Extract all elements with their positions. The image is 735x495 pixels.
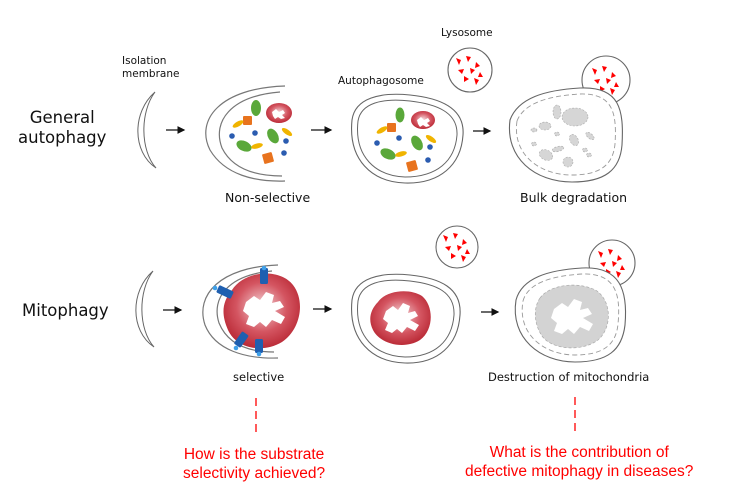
receptor-group (212, 265, 268, 357)
question-selectivity: How is the substrate selectivity achieve… (183, 445, 325, 483)
question-selectivity-line1: How is the substrate (183, 446, 325, 463)
autolysosome-mitophagy (514, 239, 636, 363)
phagophore-selective (202, 264, 300, 359)
autolysosome-general (508, 55, 631, 183)
lysosome-free-1 (447, 47, 493, 93)
isolation-label-line1: Isolation (122, 55, 167, 67)
cargo-nonselective (229, 100, 293, 164)
row-title-general-line1: General (29, 108, 95, 127)
caption-non-selective: Non-selective (225, 190, 311, 205)
caption-destruction-of-mitochondria: Destruction of mitochondria (488, 370, 650, 384)
row-title-general-line2: autophagy (18, 128, 107, 147)
isolation-label-line2: membrane (122, 68, 180, 80)
autophagosome-mitophagy (351, 273, 461, 364)
caption-bulk-degradation: Bulk degradation (520, 190, 628, 205)
isolation-membrane-2 (135, 270, 155, 348)
question-disease-line1: What is the contribution of (489, 444, 669, 461)
question-disease-line2: defective mitophagy in diseases? (465, 463, 694, 480)
lysosome-label: Lysosome (441, 27, 493, 39)
autophagosome-general (351, 93, 464, 184)
row-title-mitophagy: Mitophagy (22, 301, 109, 320)
question-selectivity-line2: selectivity achieved? (183, 465, 326, 482)
isolation-membrane-1 (137, 91, 157, 169)
autophagosome-label: Autophagosome (338, 75, 424, 87)
phagophore-nonselective (205, 85, 286, 182)
isolation-membrane-label: Isolation membrane (122, 55, 179, 81)
question-disease: What is the contribution of defective mi… (465, 443, 693, 481)
row-title-general: General autophagy (18, 108, 106, 148)
caption-selective: selective (233, 370, 285, 384)
lysosome-free-2 (435, 225, 479, 269)
